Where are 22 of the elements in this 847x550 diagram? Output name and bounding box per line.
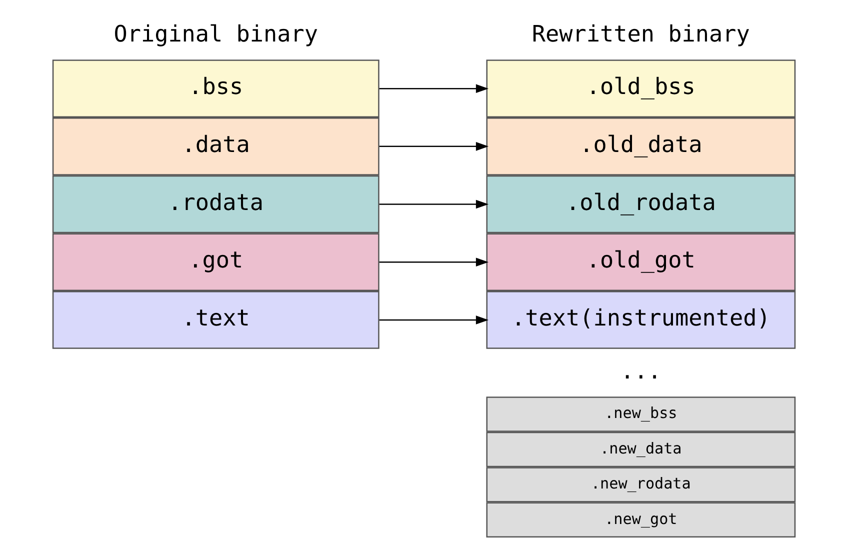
node-box: .bss [52,60,379,118]
node-box: .new_got [486,502,796,538]
node-box: .old_data [486,118,796,176]
node-box: .text(instrumented) [486,291,796,349]
node-box: .new_data [486,432,796,468]
arrow [378,200,488,209]
node-box: .new_bss [486,396,796,432]
node-box: .text [52,291,379,349]
arrow [378,258,488,267]
node-box: .old_got [486,233,796,292]
label: ... [620,358,661,384]
node-box: .rodata [52,175,379,234]
label: Original binary [113,21,318,48]
arrow [378,84,488,93]
node-box: .data [52,118,379,176]
node-box: .old_rodata [486,175,796,234]
arrow [378,142,488,151]
node-box: .old_bss [486,60,796,118]
label: Rewritten binary [531,21,750,48]
arrow [378,316,488,324]
node-box: .new_rodata [486,467,796,502]
node-box: .got [52,233,379,292]
